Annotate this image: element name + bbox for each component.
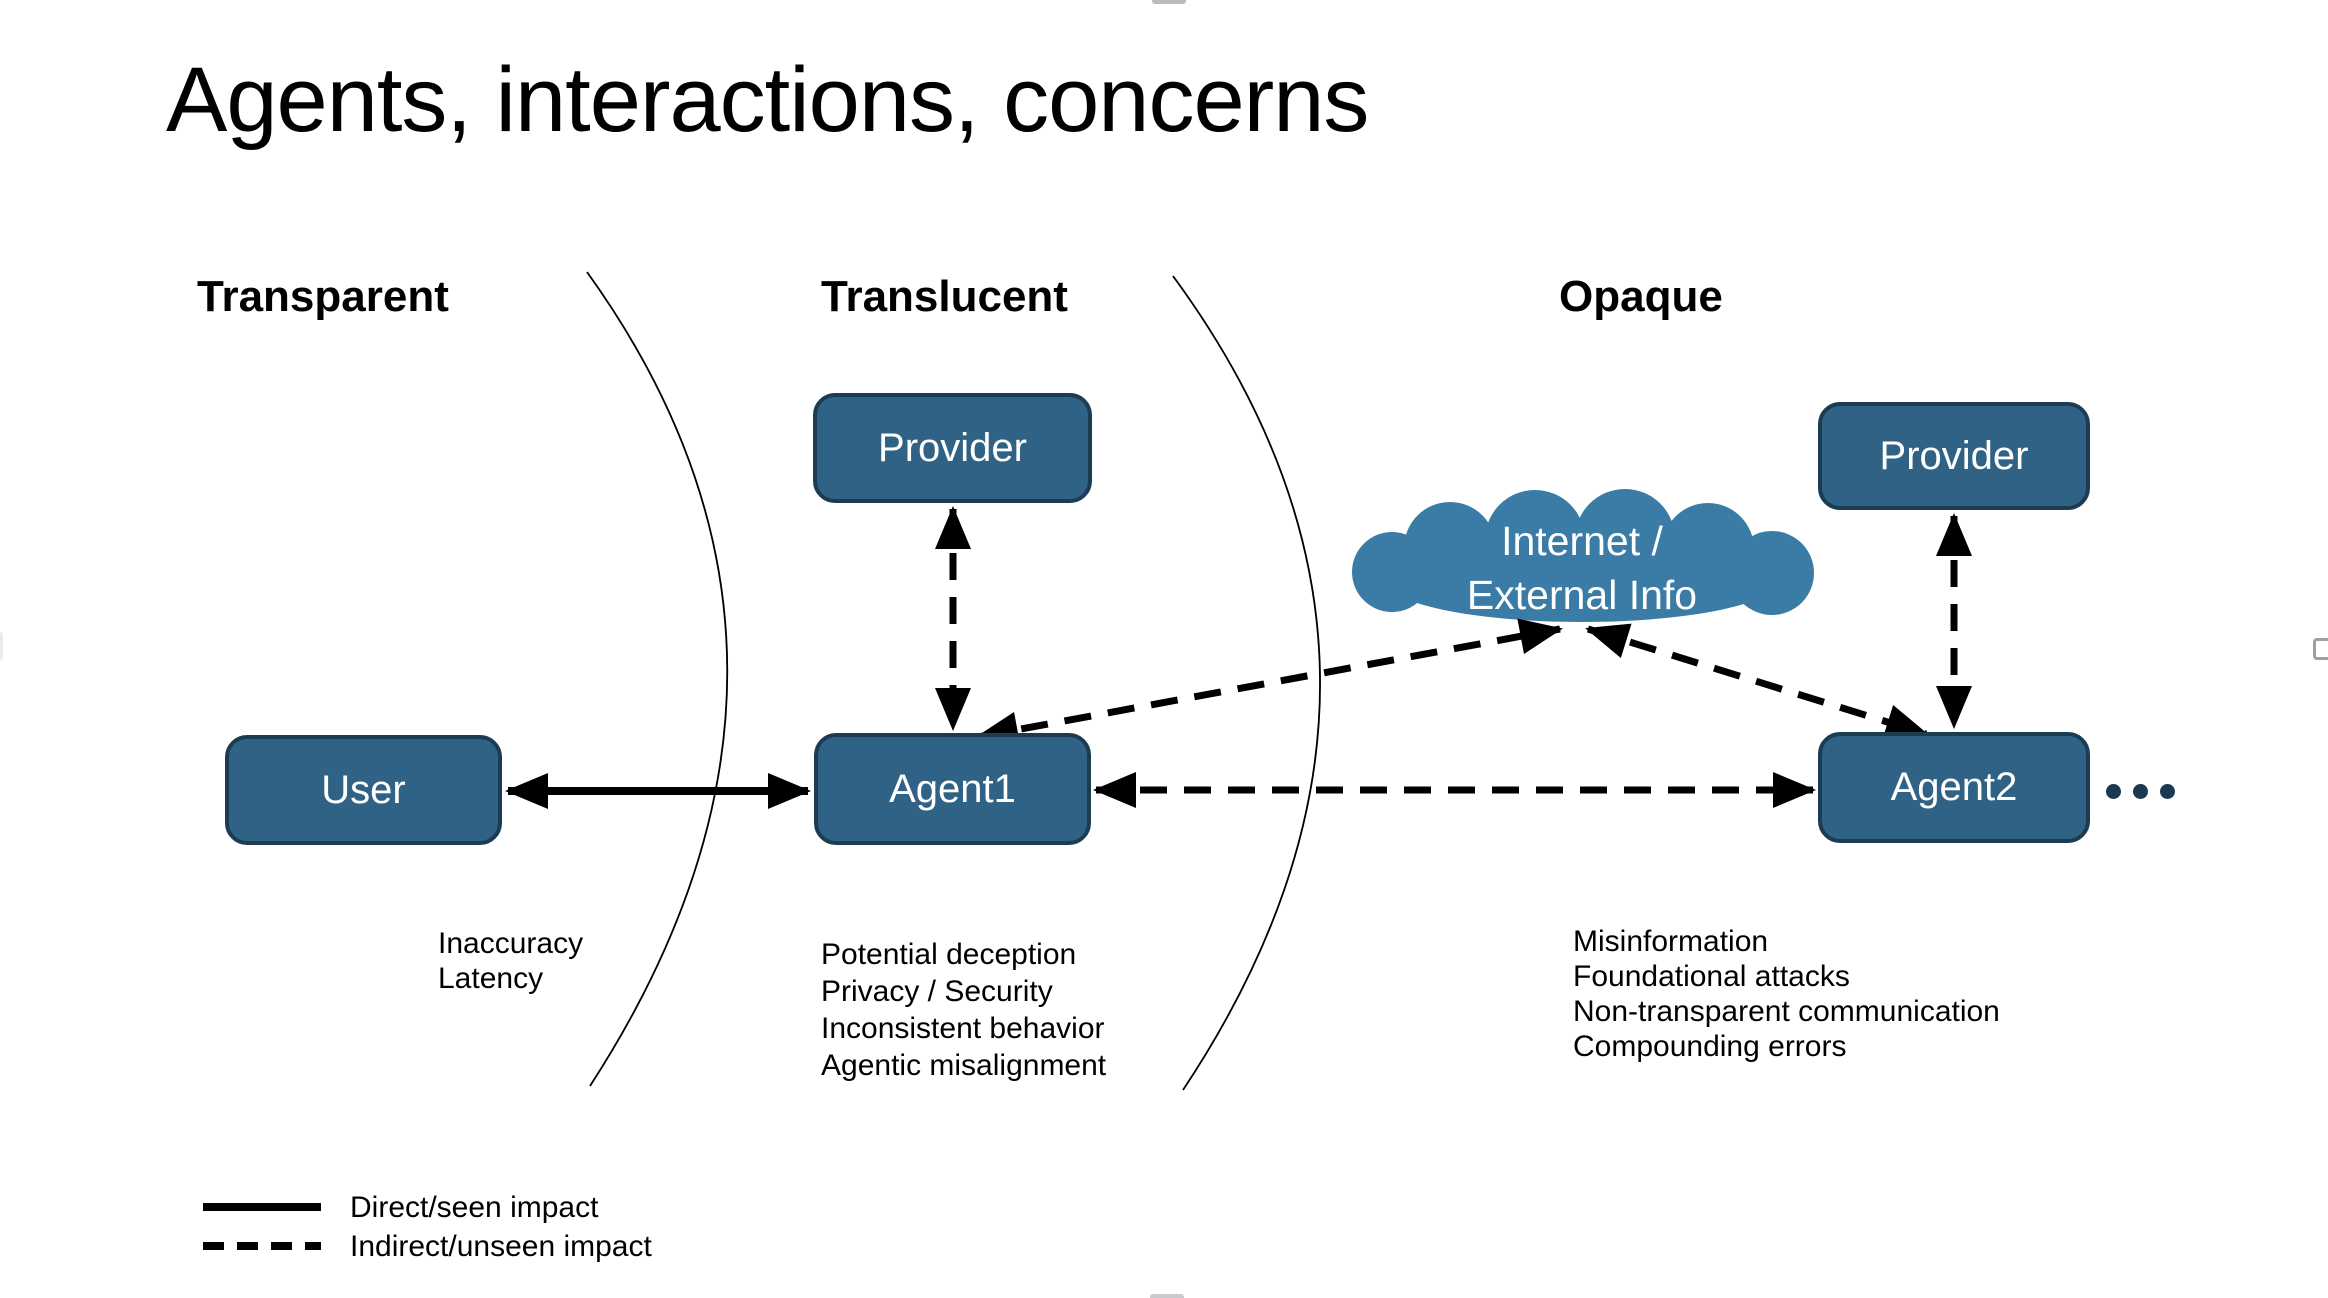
node-agent1-label: Agent1 xyxy=(889,766,1016,811)
concern-item: Foundational attacks xyxy=(1573,960,1850,993)
slide-title: Agents, interactions, concerns xyxy=(166,49,1369,151)
node-agent2-label: Agent2 xyxy=(1890,765,2018,809)
node-user-label: User xyxy=(321,767,406,812)
shape-placeholder-right xyxy=(2313,638,2328,660)
node-provider-opaque[interactable]: Provider xyxy=(1818,402,2090,510)
node-user[interactable]: User xyxy=(225,735,502,845)
crop-handle-top xyxy=(1152,0,1186,4)
concern-item: Non-transparent communication xyxy=(1573,995,2000,1028)
cloud-label-line2: External Info xyxy=(1466,572,1698,618)
edge-agent2-cloud xyxy=(1585,623,1929,740)
internet-cloud-label: Internet / External Info xyxy=(1352,514,1812,622)
concerns-transparent: Inaccuracy Latency xyxy=(438,926,583,996)
legend-dashed-line-swatch xyxy=(203,1242,321,1250)
concern-item: Inconsistent behavior xyxy=(821,1012,1105,1045)
crop-handle-bottom xyxy=(1150,1294,1184,1298)
ellipsis-dot xyxy=(2160,784,2175,799)
concern-item: Inaccuracy xyxy=(438,927,584,960)
legend-dashed-label: Indirect/unseen impact xyxy=(350,1230,652,1263)
concern-item: Misinformation xyxy=(1573,925,1769,958)
internet-cloud-shape[interactable] xyxy=(1352,489,1814,622)
concern-item: Agentic misalignment xyxy=(821,1049,1107,1082)
node-agent2[interactable]: Agent2 xyxy=(1818,732,2090,843)
legend-solid-label: Direct/seen impact xyxy=(350,1191,599,1224)
zone-arc-right xyxy=(1172,275,1321,1091)
concerns-opaque: Misinformation Foundational attacks Non-… xyxy=(1573,924,2000,1064)
concern-item: Privacy / Security xyxy=(821,975,1053,1008)
cloud-label-line1: Internet / xyxy=(1501,518,1663,564)
node-provider-translucent-label: Provider xyxy=(878,425,1027,470)
zone-arc-left xyxy=(586,271,729,1087)
ellipsis-dot xyxy=(2133,784,2148,799)
node-provider-translucent[interactable]: Provider xyxy=(813,393,1092,503)
concerns-translucent: Potential deception Privacy / Security I… xyxy=(821,936,1106,1084)
concern-item: Potential deception xyxy=(821,938,1077,971)
zone-label-translucent: Translucent xyxy=(821,272,1068,321)
concern-item: Compounding errors xyxy=(1573,1030,1847,1063)
crop-handle-left xyxy=(0,632,3,660)
node-provider-opaque-label: Provider xyxy=(1879,433,2029,478)
zone-label-opaque: Opaque xyxy=(1559,272,1723,321)
node-agent1[interactable]: Agent1 xyxy=(814,733,1091,845)
ellipsis-dot xyxy=(2106,784,2121,799)
legend-solid-line-swatch xyxy=(203,1203,321,1211)
concern-item: Latency xyxy=(438,962,544,995)
zone-label-transparent: Transparent xyxy=(197,272,449,321)
edge-agent1-cloud xyxy=(975,618,1563,748)
